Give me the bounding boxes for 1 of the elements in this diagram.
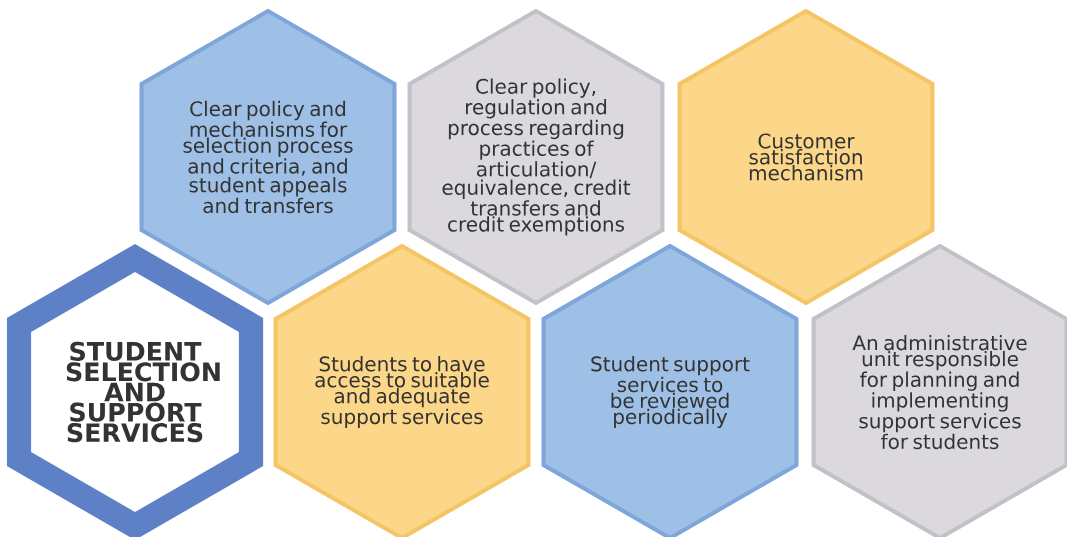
title-hexagon: STUDENT SELECTION AND SUPPORT SERVICES [6, 244, 264, 537]
